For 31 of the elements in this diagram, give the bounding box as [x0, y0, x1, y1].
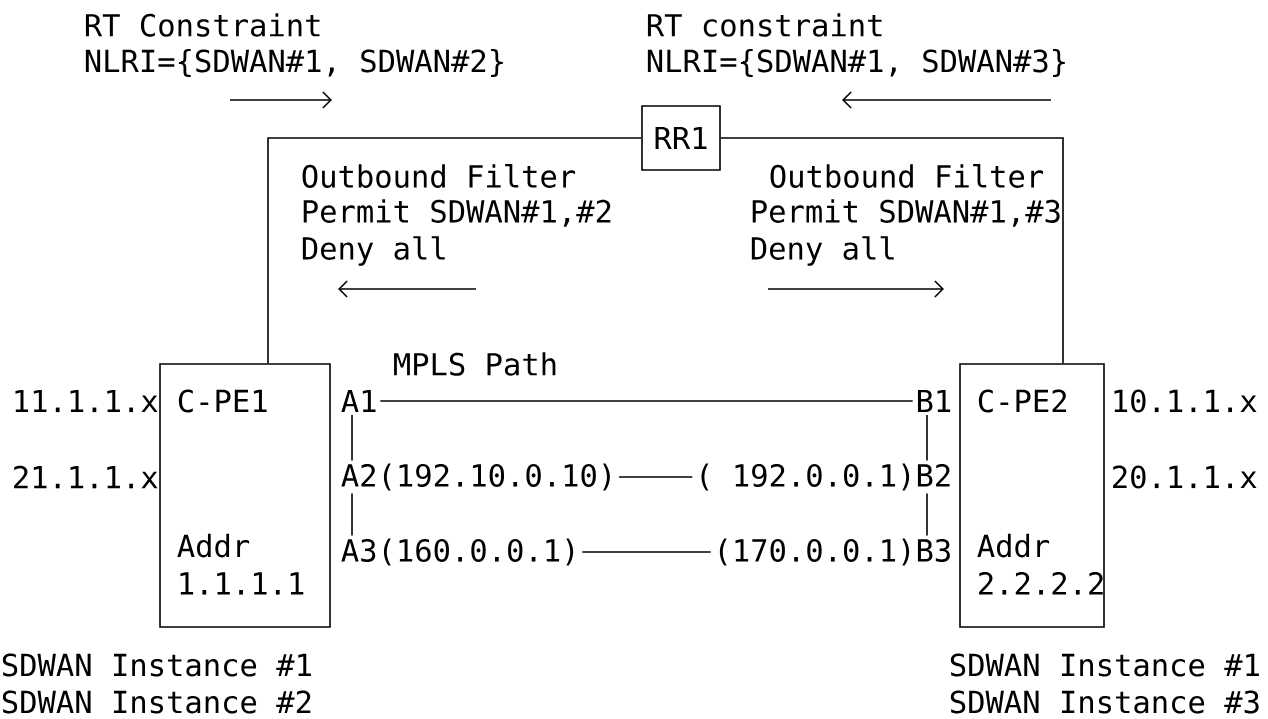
text-label: Permit SDWAN#1,#3 [752, 199, 1060, 227]
text-label: Deny all [751, 236, 894, 266]
router-box: C-PE1 Addr 1.1.1.1 [159, 363, 331, 628]
connector-line [267, 137, 642, 364]
connector-line [926, 414, 928, 462]
connector-line [581, 551, 712, 553]
text-label: SDWAN Instance #3 [950, 690, 1259, 714]
connector-line [926, 492, 928, 537]
edge-label: MPLS Path [394, 352, 556, 376]
text-label: RT constraint [647, 13, 882, 37]
rr-box: RR1 [641, 105, 721, 171]
port-label: ( 192.0.0.1)B2 [701, 463, 950, 491]
connector-line [720, 137, 1064, 364]
port-label: (170.0.0.1)B3 [719, 538, 950, 566]
port-label: A1 [341, 389, 376, 413]
text-label: SDWAN Instance #2 [2, 690, 311, 714]
text-label: NLRI={SDWAN#1, SDWAN#3} [647, 48, 1065, 78]
text-label: NLRI={SDWAN#1, SDWAN#2} [85, 48, 503, 78]
text-label: Outbound Filter [770, 164, 1044, 188]
port-label: A3(160.0.0.1) [341, 538, 574, 566]
connector-line [351, 414, 353, 462]
text-label: RT Constraint [85, 13, 320, 37]
text-label: Deny all [302, 236, 445, 266]
router-box: C-PE2 Addr 2.2.2.2 [959, 363, 1105, 628]
port-label: B1 [917, 389, 951, 413]
connector-line [618, 476, 694, 478]
port-label: A2(192.10.0.10) [341, 463, 610, 491]
text-label: Permit SDWAN#1,#2 [303, 199, 611, 227]
text-label: Outbound Filter [302, 164, 576, 188]
connector-line [351, 492, 353, 537]
connector-line [379, 400, 914, 402]
